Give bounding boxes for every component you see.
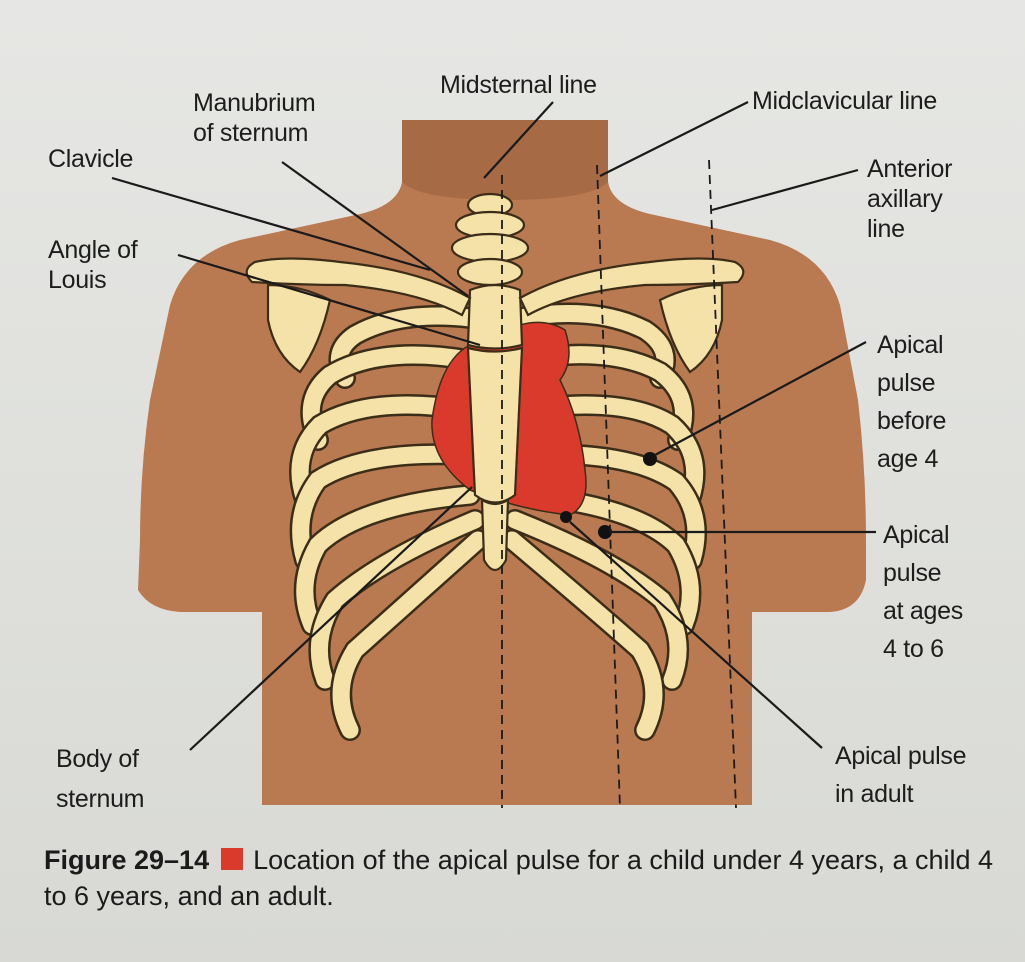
label-apical-adult: Apical pulse in adult <box>835 737 966 813</box>
label-body-of-sternum: Body of sternum <box>56 739 144 819</box>
label-midsternal-line: Midsternal line <box>440 70 597 100</box>
figure-number: Figure 29–14 <box>44 845 209 875</box>
label-anterior-axillary-line: Anterior axillary line <box>867 154 952 244</box>
manubrium-bone <box>468 285 522 349</box>
caption-marker-icon <box>221 848 243 870</box>
xiphoid-bone <box>482 500 508 570</box>
torso-shadow <box>402 120 608 200</box>
label-angle-of-louis: Angle of Louis <box>48 235 137 295</box>
label-midclavicular-line: Midclavicular line <box>752 86 937 116</box>
label-clavicle: Clavicle <box>48 144 133 174</box>
label-manubrium: Manubrium of sternum <box>193 88 315 148</box>
sternum-body-bone <box>468 348 522 503</box>
label-apical-before-age-4: Apical pulse before age 4 <box>877 326 946 478</box>
leader-midclavicular <box>600 102 748 176</box>
leader-anterior-axillary <box>712 170 858 210</box>
label-apical-ages-4-to-6: Apical pulse at ages 4 to 6 <box>883 516 963 668</box>
apical-dot-adult <box>560 511 572 523</box>
